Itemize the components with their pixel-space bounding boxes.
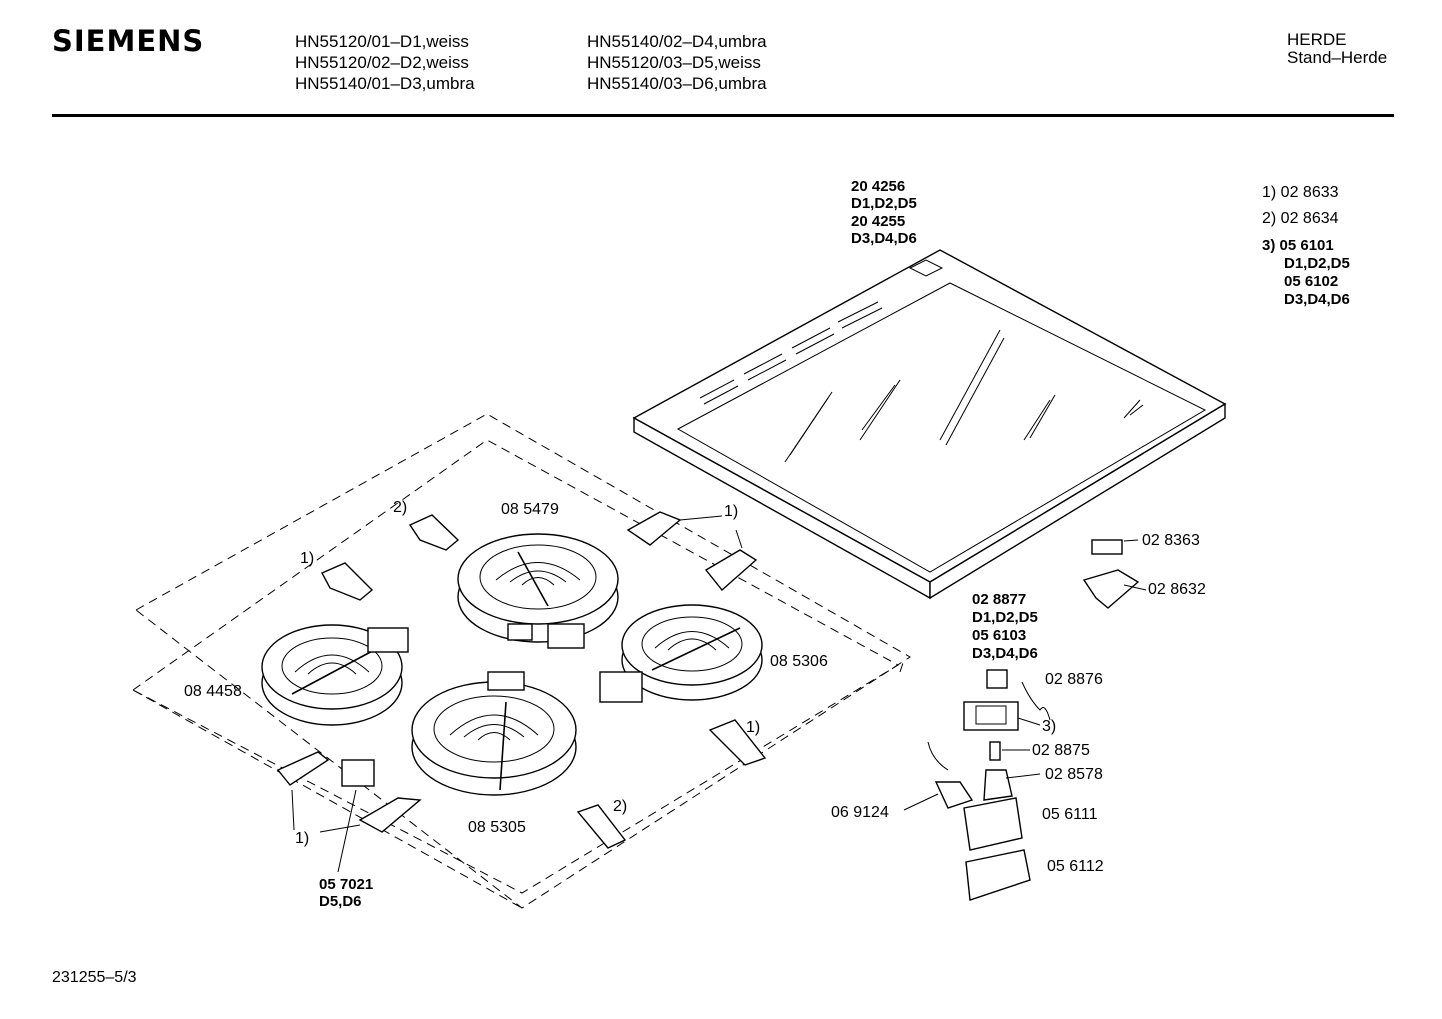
glass-ceramic-top xyxy=(632,249,1227,600)
switch-variant-1: D1,D2,D5 xyxy=(972,609,1038,626)
label-burner-front: 08 5305 xyxy=(468,819,526,836)
model-item: HN55120/03–D5,weiss xyxy=(587,53,761,72)
ref-1-b: 1) xyxy=(724,503,738,520)
document-number: 231255–5/3 xyxy=(52,969,137,986)
footnote-3-code: 3) 05 6101 xyxy=(1262,237,1334,254)
label-burner-back: 08 5479 xyxy=(501,501,559,518)
footnote-3-variant: D1,D2,D5 xyxy=(1284,255,1350,272)
model-list-2: HN55140/02–D4,umbra HN55120/03–D5,weiss … xyxy=(587,31,767,94)
control-parts xyxy=(927,539,1140,901)
switch-code-1: 02 8877 xyxy=(972,591,1026,608)
glass-variant-2: D3,D4,D6 xyxy=(851,230,917,247)
category-main: HERDE xyxy=(1287,30,1347,49)
label-028875: 02 8875 xyxy=(1032,742,1090,759)
label-028632: 02 8632 xyxy=(1148,581,1206,598)
label-069124: 06 9124 xyxy=(831,804,889,821)
part-labels: 20 4256 D1,D2,D5 20 4255 D3,D4,D6 1) 02 … xyxy=(184,178,1350,910)
footnote-3-code-2: 05 6102 xyxy=(1284,273,1338,290)
cooktop-frame-outline xyxy=(132,413,911,909)
brand-logo: SIEMENS xyxy=(52,24,205,58)
ref-2-a: 2) xyxy=(393,499,407,516)
label-056111: 05 6111 xyxy=(1042,806,1098,823)
label-056112: 05 6112 xyxy=(1047,858,1104,875)
ref-1-c: 1) xyxy=(746,719,760,736)
hotplate-right xyxy=(599,604,763,703)
glass-code-1: 20 4256 xyxy=(851,178,905,195)
model-item: HN55140/01–D3,umbra xyxy=(295,74,475,93)
hotplate-back xyxy=(457,533,619,649)
hotplate-left xyxy=(261,624,409,726)
label-028363: 02 8363 xyxy=(1142,532,1200,549)
ref-2-b: 2) xyxy=(613,798,627,815)
category: HERDE Stand–Herde xyxy=(1287,31,1387,67)
glass-variant-1: D1,D2,D5 xyxy=(851,195,917,212)
ref-1-a: 1) xyxy=(300,550,314,567)
footnote-1: 1) 02 8633 xyxy=(1262,184,1339,201)
label-028578: 02 8578 xyxy=(1045,766,1103,783)
header-divider xyxy=(52,114,1394,117)
label-028876: 02 8876 xyxy=(1045,671,1103,688)
ref-3: 3) xyxy=(1042,718,1056,735)
connector-code: 05 7021 xyxy=(319,876,373,893)
model-item: HN55120/01–D1,weiss xyxy=(295,32,469,51)
ref-1-d: 1) xyxy=(295,830,309,847)
model-list-1: HN55120/01–D1,weiss HN55120/02–D2,weiss … xyxy=(295,31,475,94)
category-sub: Stand–Herde xyxy=(1287,48,1388,67)
model-item: HN55120/02–D2,weiss xyxy=(295,53,469,72)
model-item: HN55140/03–D6,umbra xyxy=(587,74,767,93)
glass-code-2: 20 4255 xyxy=(851,213,905,230)
switch-code-2: 05 6103 xyxy=(972,627,1026,644)
model-item: HN55140/02–D4,umbra xyxy=(587,32,767,51)
connector-variant: D5,D6 xyxy=(319,893,362,910)
hotplate-front xyxy=(411,671,577,796)
leader-lines xyxy=(291,515,1147,873)
mounting-clips xyxy=(276,511,767,849)
footnote-3-variant-2: D3,D4,D6 xyxy=(1284,291,1350,308)
label-burner-left: 08 4458 xyxy=(184,683,242,700)
footnote-2: 2) 02 8634 xyxy=(1262,210,1339,227)
label-burner-right: 08 5306 xyxy=(770,653,828,670)
switch-variant-2: D3,D4,D6 xyxy=(972,645,1038,662)
